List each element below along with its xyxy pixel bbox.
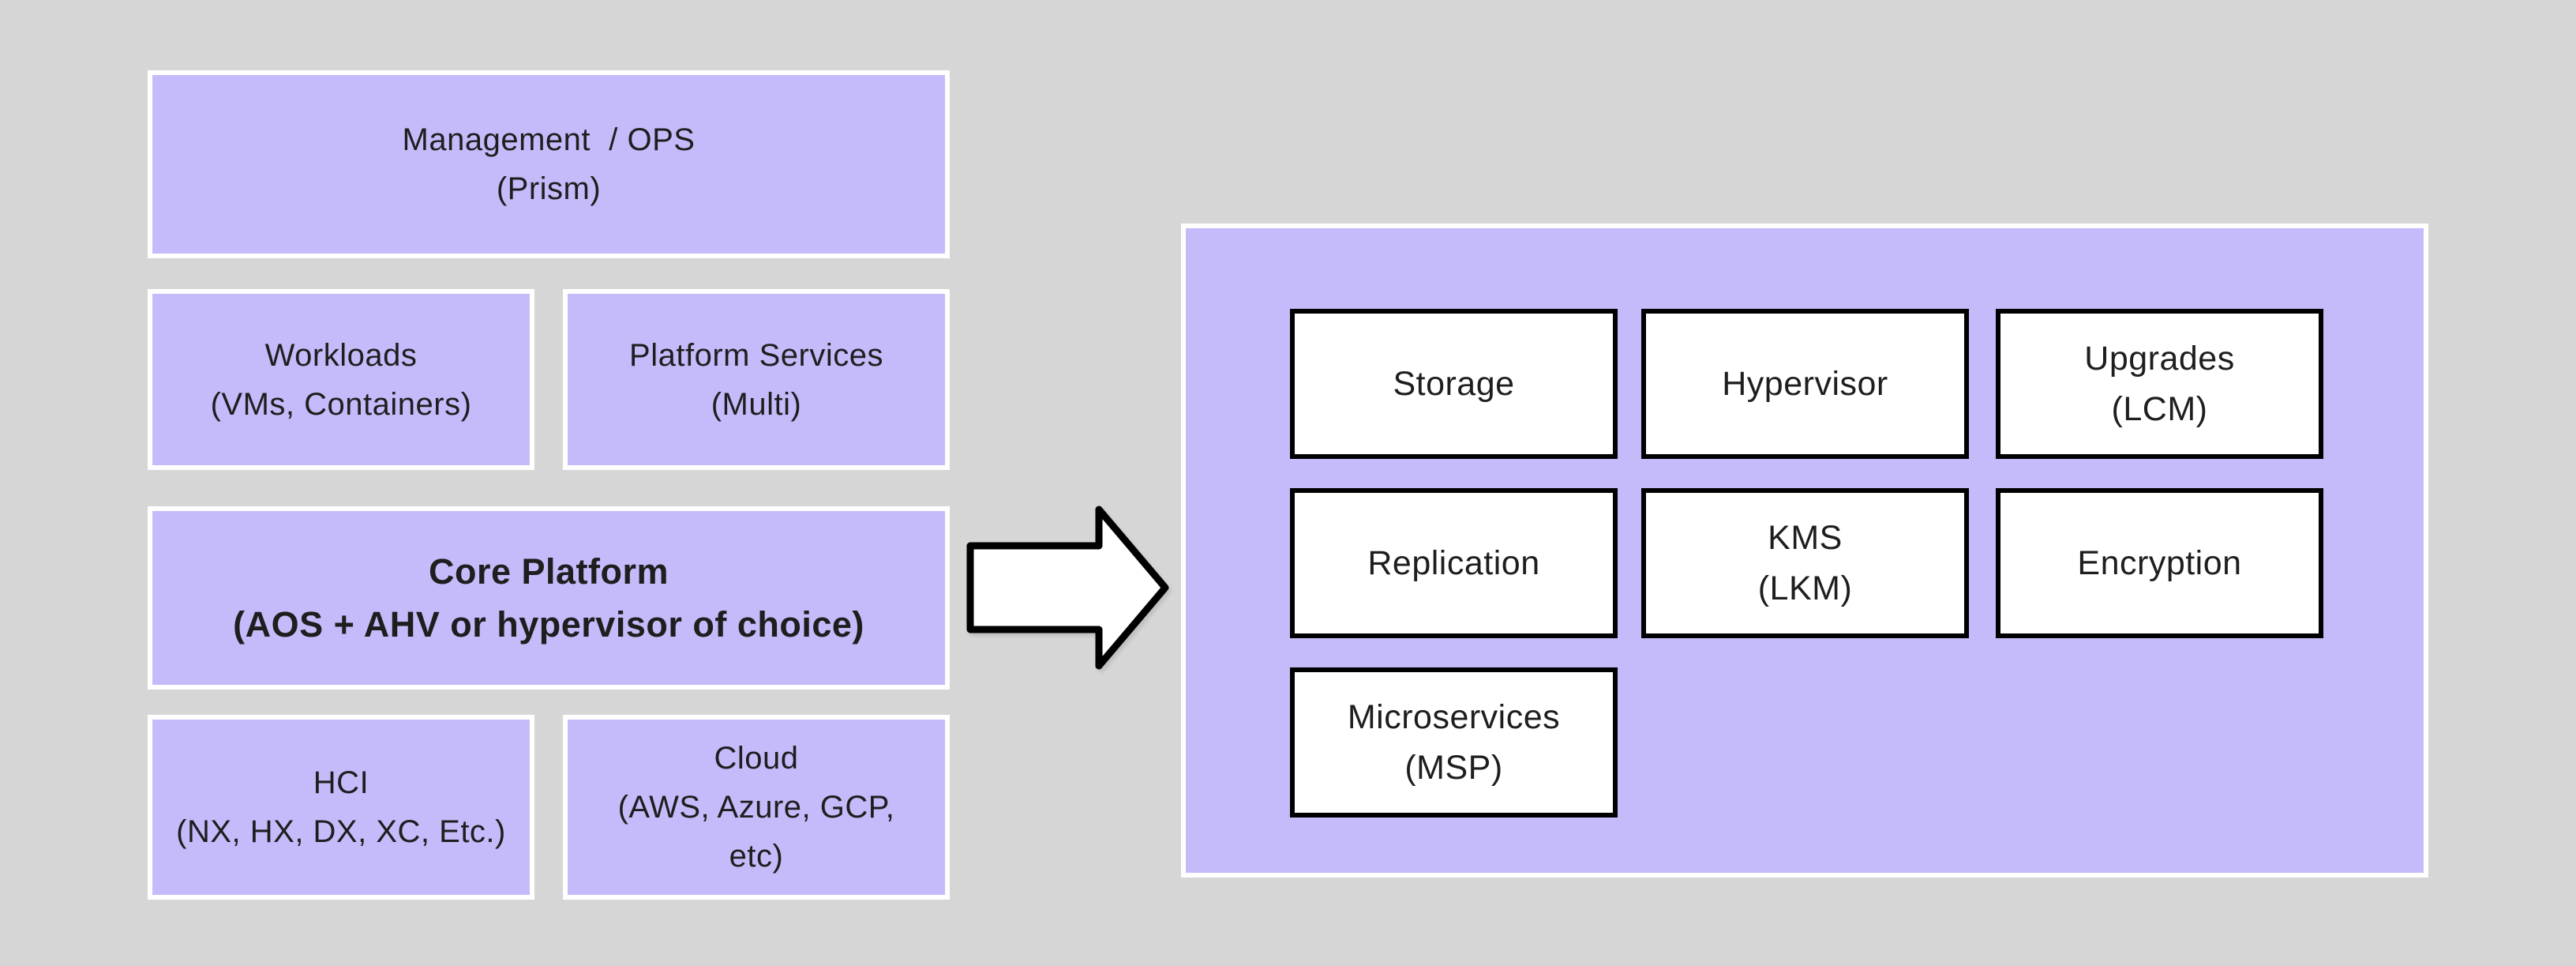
- box-replication-line1: Replication: [1367, 543, 1540, 582]
- core-platform-components-panel: Storage Hypervisor Upgrades (LCM) Replic…: [1181, 224, 2428, 878]
- box-cloud: Cloud (AWS, Azure, GCP, etc): [563, 715, 950, 900]
- box-upgrades: Upgrades (LCM): [1996, 309, 2323, 459]
- box-microservices: Microservices (MSP): [1290, 667, 1618, 818]
- box-storage-line1: Storage: [1393, 364, 1515, 403]
- box-hci-line1: HCI: [313, 765, 369, 800]
- box-encryption: Encryption: [1996, 488, 2323, 638]
- box-cloud-line2: (AWS, Azure, GCP,: [617, 790, 895, 825]
- box-core-platform-line2: (AOS + AHV or hypervisor of choice): [233, 604, 864, 645]
- box-cloud-line1: Cloud: [714, 741, 799, 776]
- box-kms: KMS (LKM): [1641, 488, 1969, 638]
- box-upgrades-line2: (LCM): [2111, 390, 2208, 428]
- box-hypervisor: Hypervisor: [1641, 309, 1969, 459]
- box-kms-line1: KMS: [1768, 518, 1843, 557]
- box-replication: Replication: [1290, 488, 1618, 638]
- right-arrow-icon: [966, 506, 1169, 670]
- box-encryption-line1: Encryption: [2077, 543, 2242, 582]
- box-microservices-line2: (MSP): [1404, 749, 1503, 787]
- box-cloud-line3: etc): [729, 839, 784, 874]
- box-hci-line2: (NX, HX, DX, XC, Etc.): [176, 814, 506, 849]
- box-workloads-line2: (VMs, Containers): [210, 386, 472, 422]
- box-platform-services: Platform Services (Multi): [563, 289, 950, 470]
- box-platform-services-line2: (Multi): [711, 386, 802, 422]
- box-upgrades-line1: Upgrades: [2084, 339, 2235, 378]
- box-storage: Storage: [1290, 309, 1618, 459]
- box-workloads: Workloads (VMs, Containers): [148, 289, 534, 470]
- box-hypervisor-line1: Hypervisor: [1722, 364, 1888, 403]
- box-kms-line2: (LKM): [1757, 569, 1853, 607]
- box-management-ops: Management / OPS (Prism): [148, 70, 950, 258]
- box-platform-services-line1: Platform Services: [629, 337, 883, 373]
- box-workloads-line1: Workloads: [264, 337, 418, 373]
- box-core-platform: Core Platform (AOS + AHV or hypervisor o…: [148, 506, 950, 690]
- box-core-platform-line1: Core Platform: [428, 551, 669, 592]
- box-management-ops-line1: Management / OPS: [402, 122, 696, 157]
- box-microservices-line1: Microservices: [1347, 697, 1561, 736]
- box-management-ops-line2: (Prism): [496, 171, 602, 206]
- box-hci: HCI (NX, HX, DX, XC, Etc.): [148, 715, 534, 900]
